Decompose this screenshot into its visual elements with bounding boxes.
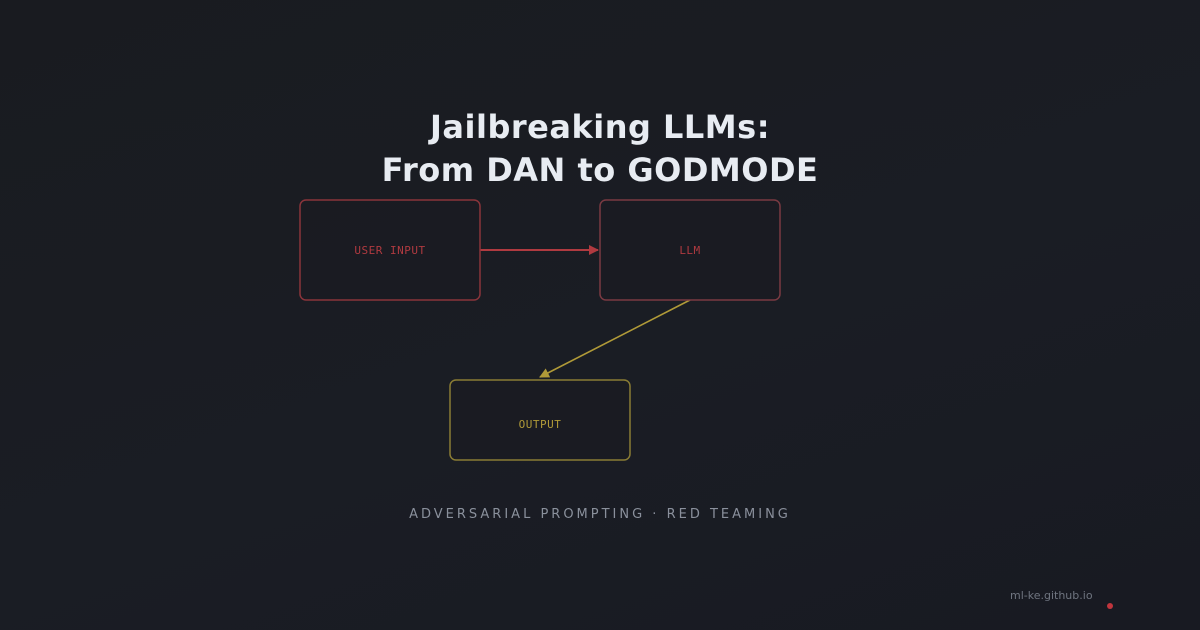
node-user-input: USER INPUT bbox=[299, 199, 481, 301]
node-user-input-label: USER INPUT bbox=[354, 244, 425, 257]
title-line-2: From DAN to GODMODE bbox=[381, 151, 819, 189]
title-line-1: Jailbreaking LLMs: bbox=[430, 108, 770, 146]
node-llm: LLM bbox=[599, 199, 781, 301]
footer-site-link[interactable]: ml-ke.github.io bbox=[1010, 589, 1093, 602]
edge-llm-to-output bbox=[539, 299, 691, 378]
node-output: OUTPUT bbox=[449, 379, 631, 461]
node-llm-box bbox=[599, 199, 781, 301]
node-output-label: OUTPUT bbox=[519, 418, 562, 431]
subtitle: ADVERSARIAL PROMPTING · RED TEAMING bbox=[409, 507, 791, 522]
accent-dot-icon bbox=[1107, 603, 1113, 609]
page-title: Jailbreaking LLMs: From DAN to GODMODE bbox=[0, 106, 1200, 192]
node-user-input-box bbox=[299, 199, 481, 301]
node-llm-label: LLM bbox=[679, 244, 700, 257]
node-output-box bbox=[449, 379, 631, 461]
